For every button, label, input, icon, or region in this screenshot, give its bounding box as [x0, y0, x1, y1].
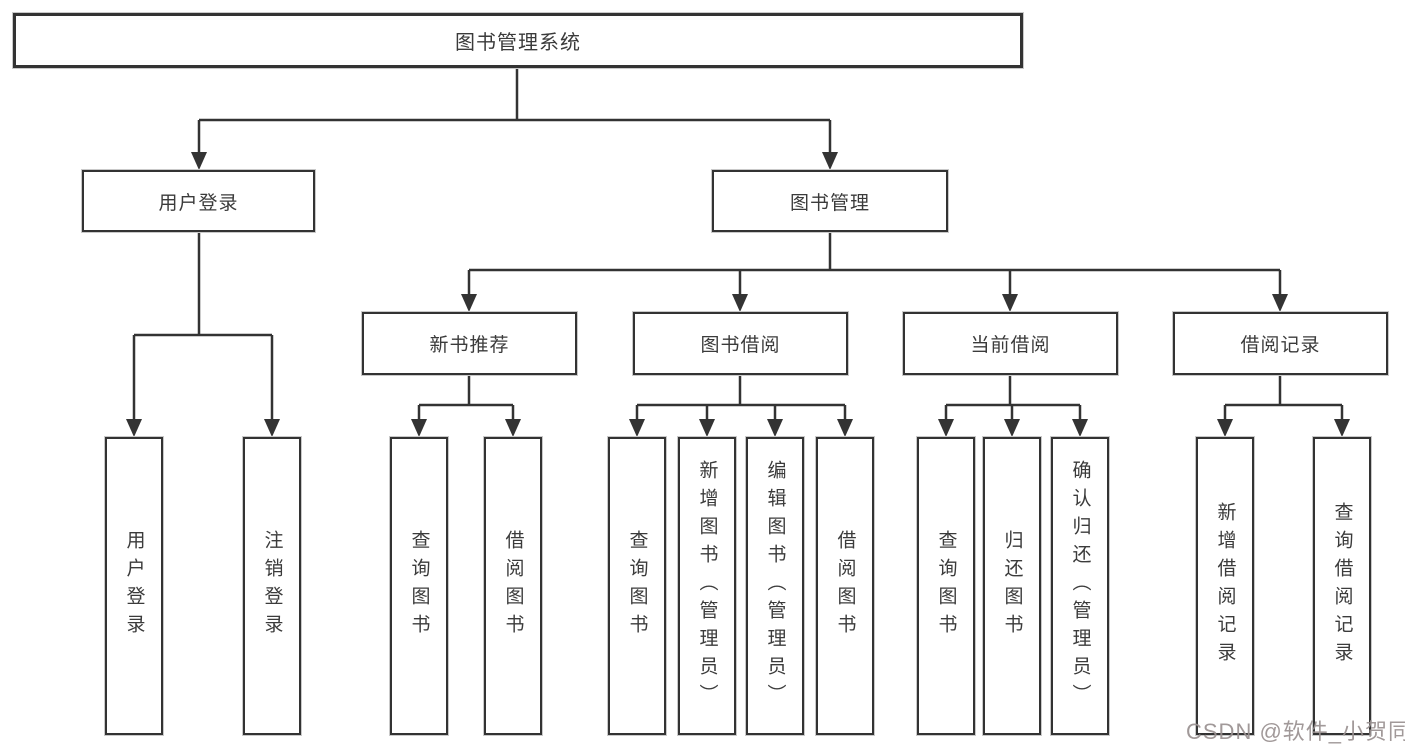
node-label: 确认归还（管理员）	[1069, 460, 1091, 712]
node-leaf-logout: 注销登录	[243, 437, 301, 735]
node-label: 新增图书（管理员）	[696, 460, 718, 712]
node-label: 新增借阅记录	[1214, 502, 1236, 670]
connector-userlogin-to-leaves	[132, 232, 274, 423]
node-label: 用户登录	[123, 530, 145, 642]
node-label: 查询图书	[935, 530, 957, 642]
node-label: 归还图书	[1001, 530, 1023, 642]
connector-root-to-level2	[197, 68, 832, 156]
connector-borrowrecords-to-leaves	[1223, 375, 1344, 423]
node-label: 查询借阅记录	[1331, 502, 1353, 670]
node-leaf-query-borrow-record: 查询借阅记录	[1313, 437, 1371, 735]
node-label: 借阅图书	[834, 530, 856, 642]
node-book-borrowing: 图书借阅	[633, 312, 848, 375]
node-leaf-add-borrow-record: 新增借阅记录	[1196, 437, 1254, 735]
node-label: 注销登录	[261, 530, 283, 642]
node-borrowing-records: 借阅记录	[1173, 312, 1388, 375]
connector-bookborrow-to-leaves	[635, 375, 847, 423]
watermark: CSDN @软件_小贺同学	[1186, 719, 1405, 744]
node-leaf-borrow-books: 借阅图书	[816, 437, 874, 735]
node-label: 用户登录	[158, 192, 239, 214]
node-leaf-confirm-return-admin: 确认归还（管理员）	[1051, 437, 1109, 735]
node-label: 新书推荐	[429, 335, 510, 356]
node-leaf-return-books: 归还图书	[983, 437, 1041, 735]
connector-bookmgmt-to-level3	[467, 232, 1282, 298]
node-user-login: 用户登录	[82, 170, 315, 232]
node-leaf-query-books-current: 查询图书	[917, 437, 975, 735]
node-book-management: 图书管理	[712, 170, 948, 232]
node-leaf-add-books-admin: 新增图书（管理员）	[678, 437, 736, 735]
node-leaf-user-login: 用户登录	[105, 437, 163, 735]
node-label: 当前借阅	[970, 335, 1051, 356]
node-label: 编辑图书（管理员）	[764, 460, 786, 712]
node-label: 图书管理系统	[455, 32, 581, 54]
node-leaf-borrow-books-recommend: 借阅图书	[484, 437, 542, 735]
node-label: 借阅记录	[1240, 335, 1321, 356]
node-leaf-query-books-borrowing: 查询图书	[608, 437, 666, 735]
node-leaf-query-books-recommend: 查询图书	[390, 437, 448, 735]
node-current-borrowing: 当前借阅	[903, 312, 1118, 375]
node-label: 查询图书	[408, 530, 430, 642]
node-label: 借阅图书	[502, 530, 524, 642]
arrow-down-icons	[126, 152, 1350, 437]
connector-newbookrec-to-leaves	[417, 375, 515, 423]
node-label: 查询图书	[626, 530, 648, 642]
node-label: 图书管理	[789, 192, 870, 214]
node-leaf-edit-books-admin: 编辑图书（管理员）	[746, 437, 804, 735]
node-label: 图书借阅	[700, 335, 781, 356]
node-new-book-recommendation: 新书推荐	[362, 312, 577, 375]
connector-currentborrow-to-leaves	[944, 375, 1082, 423]
node-library-management-system: 图书管理系统	[13, 13, 1023, 68]
